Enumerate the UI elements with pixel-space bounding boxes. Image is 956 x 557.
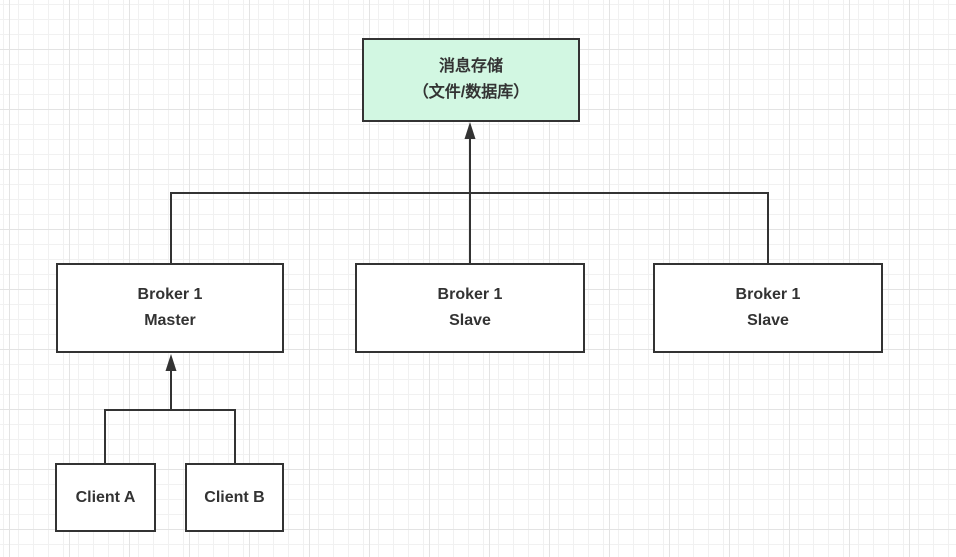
arrowhead-to-storage-icon [464, 122, 476, 139]
node-message-storage-line1: 消息存储 [438, 58, 503, 75]
node-broker-1-master-line1: Broker 1 [137, 286, 203, 303]
node-client-a-label: Client A [75, 488, 136, 506]
node-client-a: Client A [55, 463, 156, 532]
node-broker-1-master-line2: Master [144, 312, 196, 329]
node-message-storage-line2: （文件/数据库） [412, 84, 530, 101]
node-broker-1-slave-right-line2: Slave [747, 312, 789, 329]
node-broker-1-master: Broker 1 Master [56, 263, 284, 353]
node-broker-1-slave-middle: Broker 1 Slave [355, 263, 585, 353]
node-client-b: Client B [185, 463, 284, 532]
connector-brokers-tree [170, 192, 769, 263]
node-broker-1-slave-middle-line2: Slave [449, 312, 491, 329]
node-message-storage: 消息存储 （文件/数据库） [362, 38, 580, 122]
connector-clients-tree [104, 409, 236, 463]
node-broker-1-slave-right-line1: Broker 1 [735, 286, 801, 303]
node-broker-1-slave-middle-line1: Broker 1 [437, 286, 503, 303]
arrowhead-to-master-icon [165, 354, 177, 371]
node-client-b-label: Client B [204, 488, 265, 506]
node-broker-1-slave-right: Broker 1 Slave [653, 263, 883, 353]
